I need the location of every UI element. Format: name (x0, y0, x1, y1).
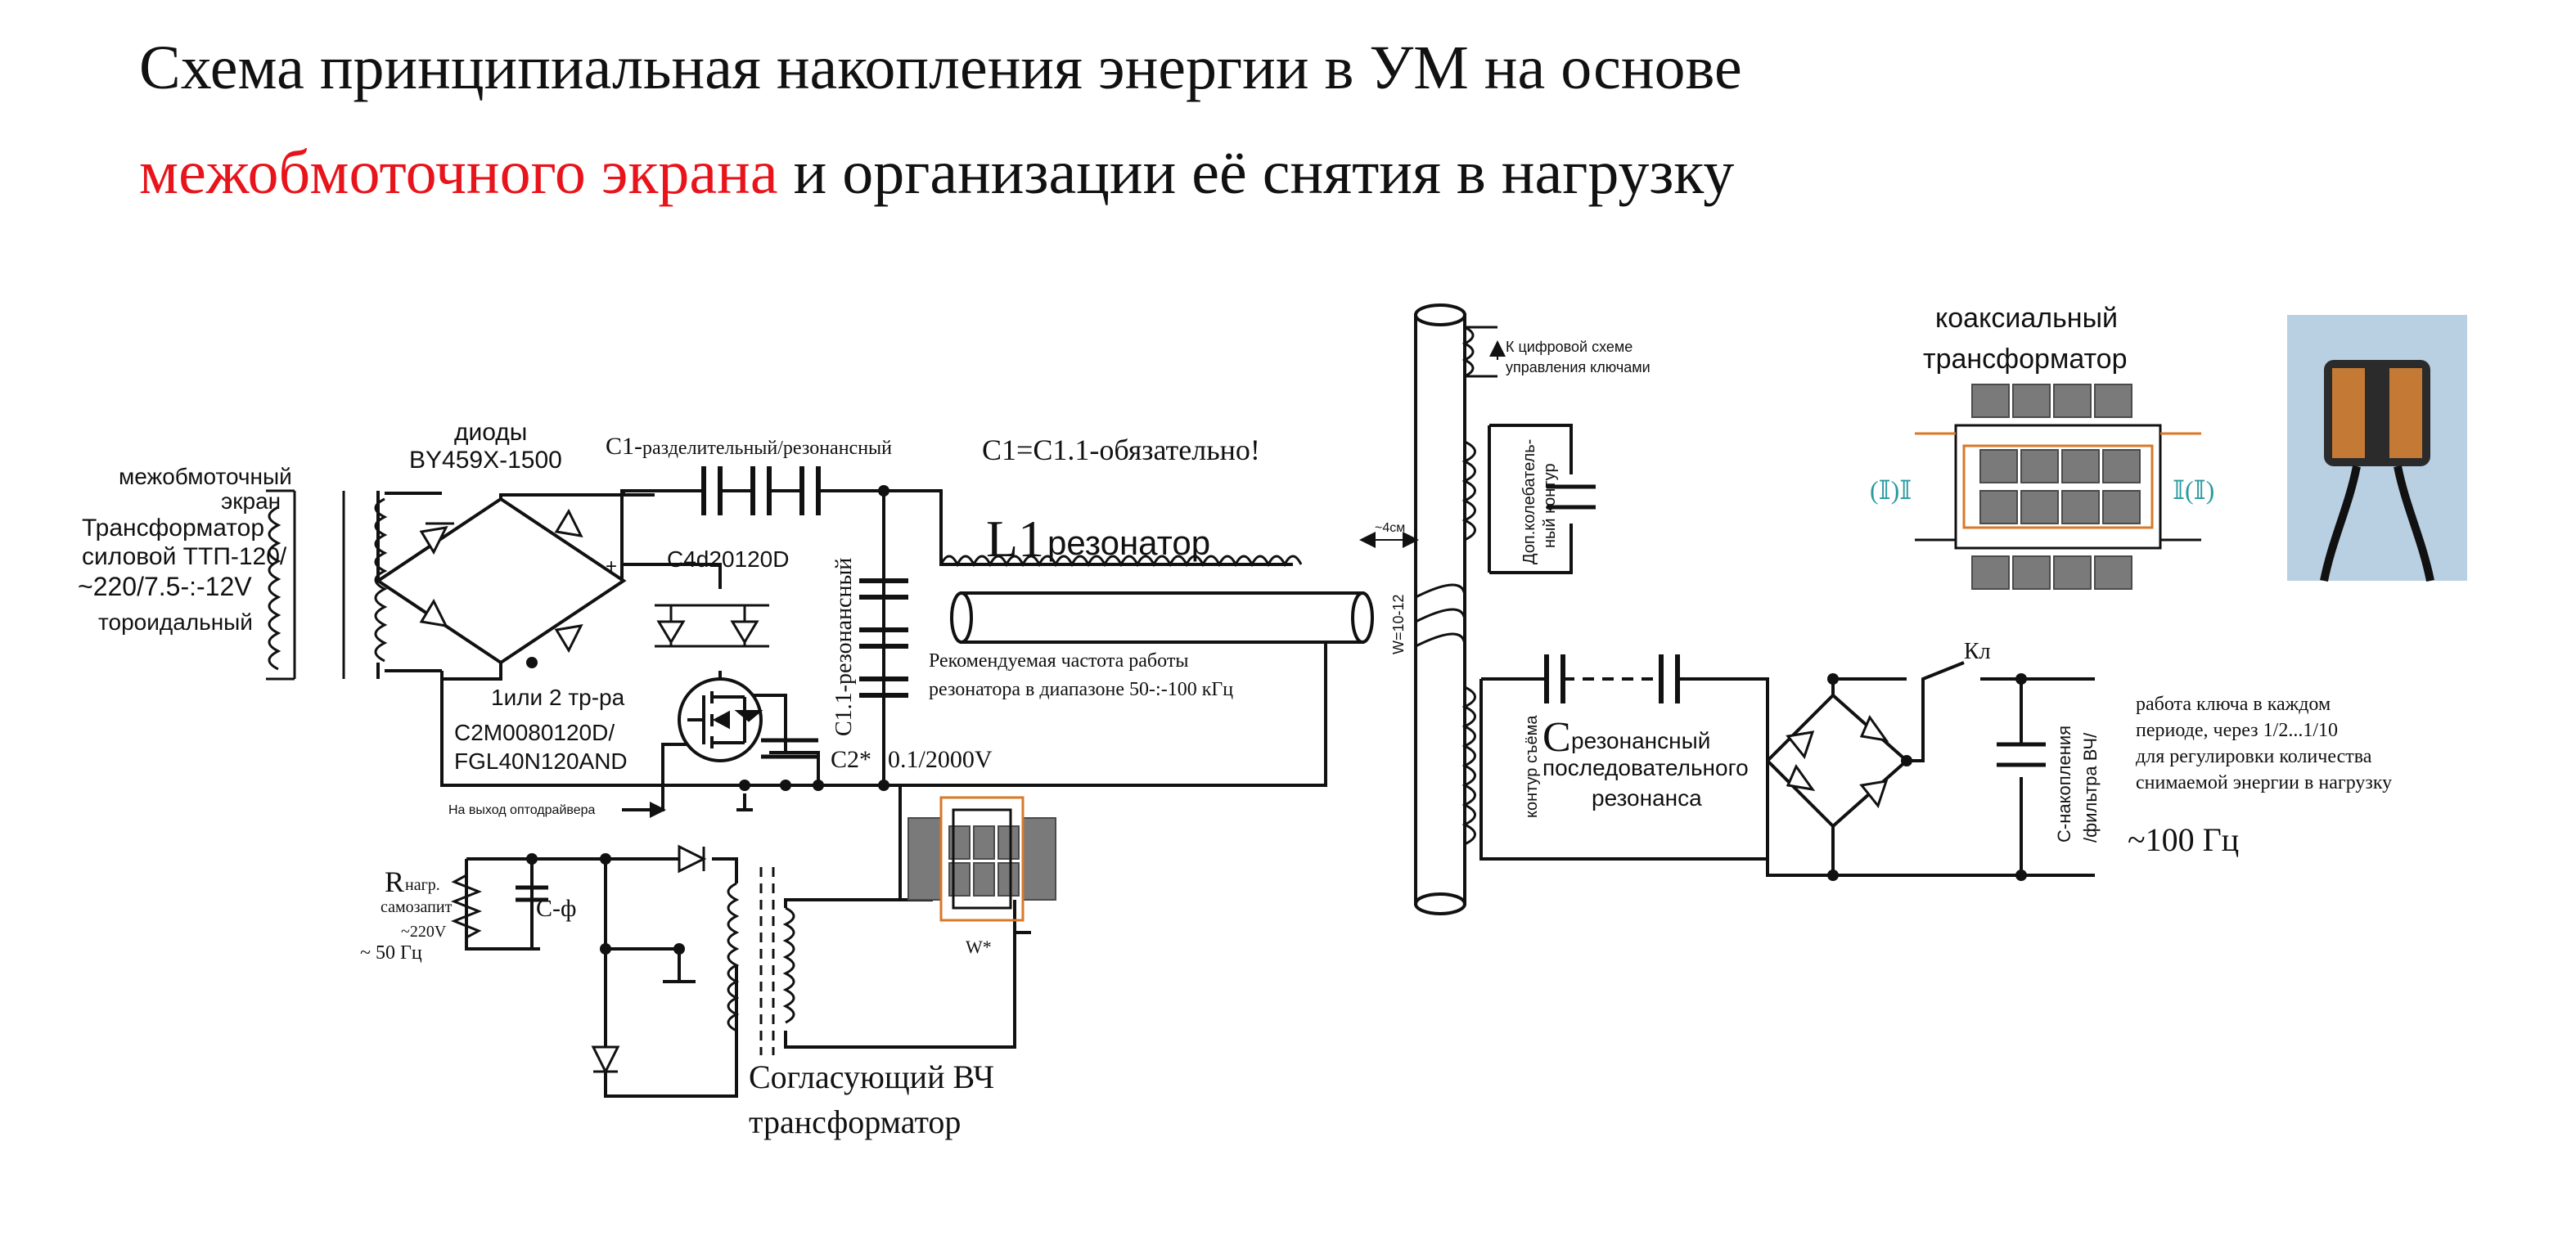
label-optodriver: На выход оптодрайвера (448, 803, 595, 817)
label-key-note-3: для регулировки количества (2136, 746, 2372, 767)
label-c4d: C4d20120D (667, 546, 789, 572)
label-c1-note: C1=C1.1-обязательно! (982, 434, 1260, 466)
label-w-star: W* (966, 937, 992, 957)
bottom-diodes (591, 844, 707, 1075)
label-trans-count: 1или 2 тр-ра (491, 685, 625, 710)
label-c1-name: C1-разделительный/резонансный (606, 433, 892, 460)
label-transformer-2: силовой ТТП-120/ (82, 543, 287, 570)
label-extra-circuit-2: ный контур (1541, 463, 1559, 548)
wires (376, 424, 2095, 1098)
label-c-store-2: /фильтра ВЧ/ (2080, 732, 2101, 843)
label-r-3: ~220V (401, 923, 447, 941)
label-key-note-4: снимаемой энергии в нагрузку (2136, 772, 2392, 793)
junction-dots (526, 485, 2027, 955)
l1-coil (939, 555, 1303, 568)
coax-photo (2287, 315, 2467, 582)
label-key-note-2: периоде, через 1/2...1/10 (2136, 720, 2338, 741)
bridge-diodes-left (419, 508, 583, 654)
title-line-2-rest: и организации её снятия в нагрузку (778, 138, 1735, 207)
label-c1-desc: разделительный/резонансный (642, 438, 892, 459)
label-l1-desc: резонатор (1047, 524, 1210, 562)
label-matching-2: трансформатор (749, 1103, 961, 1140)
coax-transformer (1915, 384, 2201, 590)
c11-capacitors (859, 578, 908, 698)
r-load (450, 874, 483, 939)
label-interwinding: межобмоточный (119, 464, 292, 489)
label-coax-right: 𝕀(𝕀) (2173, 475, 2214, 505)
label-transformer-1: Трансформатор (82, 515, 264, 542)
c2-capacitor (761, 738, 818, 759)
label-freq-2: резонатора в диапазоне 50-:-100 кГц (929, 679, 1233, 700)
label-key: Кл (1964, 639, 1991, 664)
label-digital-2: управления ключами (1506, 359, 1651, 375)
label-screen: экран (221, 488, 281, 514)
label-hz100: ~100 Гц (2128, 821, 2239, 858)
l1-rod (950, 591, 1374, 644)
bridge-diodes-right (1786, 714, 1889, 809)
label-r-1: нагр. (405, 876, 440, 894)
label-diodes: диоды (454, 419, 527, 446)
label-transformer-3: ~220/7.5-:-12V (78, 572, 252, 601)
label-pickup: контур съёма (1523, 715, 1541, 818)
label-c-store-1: C-накопления (2054, 726, 2074, 843)
cf-capacitor (516, 885, 548, 902)
title-highlight: межобмоточного экрана (139, 138, 778, 207)
label-r-4: ~ 50 Гц (360, 942, 422, 964)
label-mosfet-1: C2M0080120D/ (454, 720, 615, 745)
label-coax-1: коаксиальный (1935, 303, 2118, 334)
title-line-2: межобмоточного экрана и организации её с… (139, 138, 1734, 207)
label-digital-1: К цифровой схеме (1506, 339, 1633, 355)
label-mosfet-2: FGL40N120AND (454, 748, 628, 774)
storage-capacitor (1997, 742, 2046, 767)
label-w4cm: ~4см (1375, 521, 1405, 535)
cres-capacitors (1544, 654, 1680, 703)
label-r-2: самозапит (381, 898, 453, 916)
label-r-big: R (385, 865, 404, 898)
label-c2-value: 0.1/2000V (888, 746, 993, 773)
c4d-diodes (655, 604, 769, 648)
label-c1-prefix: C1- (606, 433, 642, 460)
label-cres-1: резонансный (1571, 728, 1710, 753)
label-key-note-1: работа ключа в каждом (2136, 694, 2331, 715)
label-cres-3: резонанса (1592, 785, 1702, 811)
label-transformer-4: тороидальный (98, 609, 253, 635)
label-cres-big: C (1542, 714, 1571, 761)
label-plus: + (606, 555, 617, 578)
label-cf: C-ф (536, 895, 576, 922)
label-c11: C1.1-резонансный (831, 558, 857, 736)
label-diodes-model: BY459X-1500 (409, 447, 562, 474)
label-l1-name: L1 (986, 510, 1044, 568)
mosfet (678, 677, 763, 762)
rod-coils (1415, 326, 1497, 846)
label-matching-1: Согласующий ВЧ (749, 1058, 994, 1095)
w-star-transformer (907, 796, 1056, 922)
label-freq-1: Рекомендуемая частота работы (929, 650, 1188, 672)
matching-transformer (727, 867, 795, 1055)
label-c2: C2* (831, 746, 871, 773)
title-line-1: Схема принципиальная накопления энергии … (139, 34, 1742, 102)
extra-capacitor (1547, 484, 1596, 510)
label-cres-2: последовательного (1542, 755, 1749, 780)
power-transformer (266, 489, 388, 681)
label-extra-circuit-1: Доп.колебатель- (1520, 439, 1538, 564)
label-coax-left: (𝕀)𝕀 (1870, 475, 1912, 505)
label-w1012: W=10-12 (1390, 594, 1407, 654)
label-coax-2: трансформатор (1923, 344, 2128, 375)
